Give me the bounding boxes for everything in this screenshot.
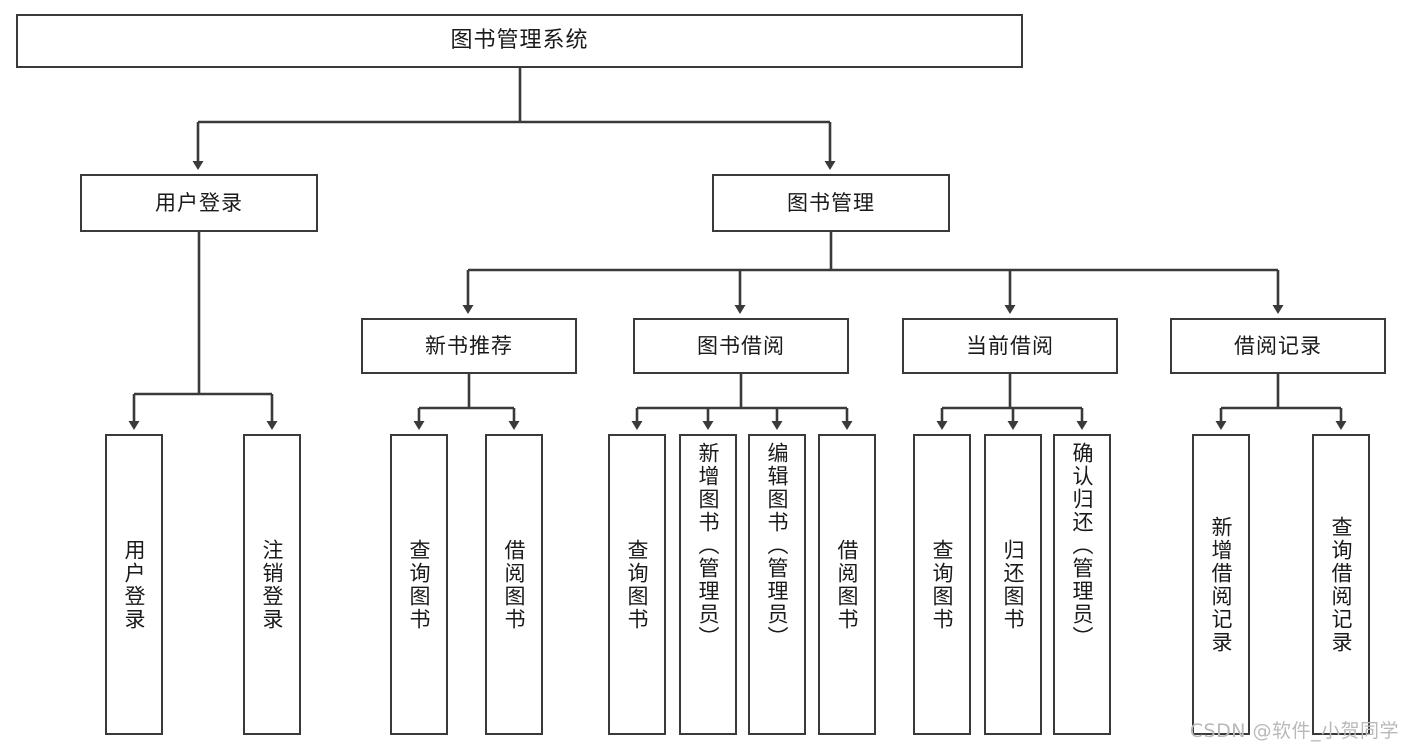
node-root-system[interactable]: 图书管理系统 [16,14,1023,68]
csdn-watermark: CSDN @软件_小贺同学 [1189,720,1399,742]
node-label: 查询图书 [625,538,650,631]
node-cb-return-book[interactable]: 归还图书 [984,434,1042,735]
node-cb-query-book[interactable]: 查询图书 [913,434,971,735]
node-borrow-records[interactable]: 借阅记录 [1170,318,1386,374]
node-label: 当前借阅 [966,333,1054,358]
node-bb-query-book[interactable]: 查询图书 [608,434,666,735]
node-bb-borrow-book[interactable]: 借阅图书 [818,434,876,735]
node-bb-edit-book-admin[interactable]: 编辑图书（管理员） [748,434,806,735]
node-label: 确认归还（管理员） [1070,442,1095,649]
node-nbr-query-book[interactable]: 查询图书 [390,434,448,735]
node-user-logout-leaf[interactable]: 注销登录 [243,434,301,735]
node-label: 用户登录 [155,190,243,215]
node-label: 用户登录 [122,538,147,631]
node-label: 图书管理 [787,190,875,215]
node-bb-add-book-admin[interactable]: 新增图书（管理员） [679,434,737,735]
node-label: 归还图书 [1001,538,1026,631]
node-label: 图书借阅 [697,333,785,358]
node-label: 借阅记录 [1234,333,1322,358]
node-label: 新增图书（管理员） [696,442,721,649]
node-label: 新增借阅记录 [1209,515,1234,654]
node-new-book-recommend[interactable]: 新书推荐 [361,318,577,374]
node-label: 注销登录 [260,538,285,631]
node-label: 查询借阅记录 [1329,515,1354,654]
node-label: 查询图书 [407,538,432,631]
node-current-borrow[interactable]: 当前借阅 [902,318,1118,374]
node-br-query-record[interactable]: 查询借阅记录 [1312,434,1370,735]
node-label: 新书推荐 [425,333,513,358]
node-book-manage[interactable]: 图书管理 [712,174,950,232]
node-book-borrow[interactable]: 图书借阅 [633,318,849,374]
node-user-login[interactable]: 用户登录 [80,174,318,232]
node-nbr-borrow-book[interactable]: 借阅图书 [485,434,543,735]
node-cb-confirm-return-admin[interactable]: 确认归还（管理员） [1053,434,1111,735]
node-label: 借阅图书 [502,538,527,631]
node-label: 图书管理系统 [450,28,589,54]
node-user-login-leaf[interactable]: 用户登录 [105,434,163,735]
node-label: 查询图书 [930,538,955,631]
node-br-add-record[interactable]: 新增借阅记录 [1192,434,1250,735]
node-label: 借阅图书 [835,538,860,631]
node-label: 编辑图书（管理员） [765,442,790,649]
